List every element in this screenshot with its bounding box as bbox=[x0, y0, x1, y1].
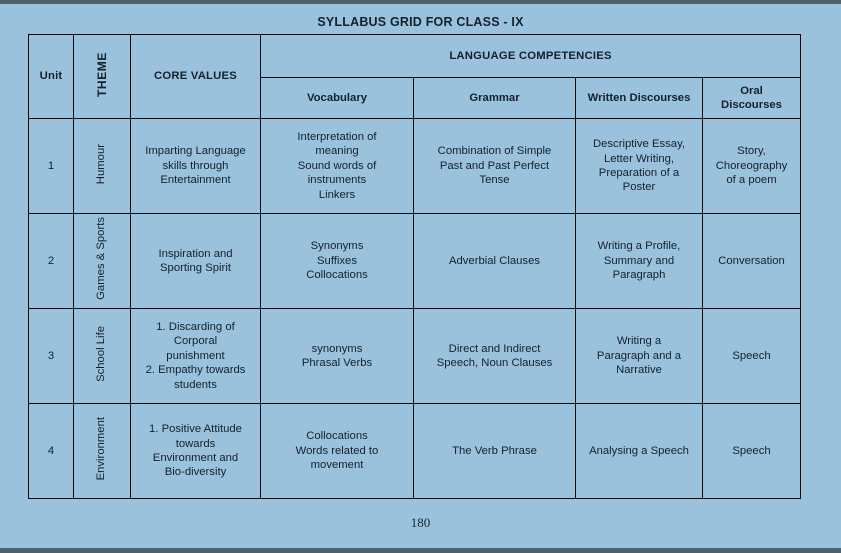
header-oral-discourses: Oral Discourses bbox=[702, 77, 801, 119]
cell-written-discourses: Writing a Profile, Summary and Paragraph bbox=[575, 213, 703, 309]
header-grammar: Grammar bbox=[413, 77, 576, 119]
cell-unit: 4 bbox=[28, 403, 74, 499]
cell-unit: 3 bbox=[28, 308, 74, 404]
cell-vocabulary: Interpretation of meaning Sound words of… bbox=[260, 118, 414, 214]
cell-unit: 1 bbox=[28, 118, 74, 214]
cell-vocabulary: Collocations Words related to movement bbox=[260, 403, 414, 499]
table-row: 2 Games & Sports Inspiration and Sportin… bbox=[28, 213, 801, 309]
cell-written-discourses: Writing a Paragraph and a Narrative bbox=[575, 308, 703, 404]
header-theme-label: THEME bbox=[95, 51, 109, 97]
cell-theme-label: Games & Sports bbox=[95, 217, 108, 301]
cell-theme-label: School Life bbox=[95, 325, 108, 382]
top-edge-bar bbox=[0, 0, 841, 4]
cell-theme: Humour bbox=[73, 118, 131, 214]
table-header-row-secondary: Vocabulary Grammar Written Discourses Or… bbox=[29, 77, 801, 119]
cell-grammar: The Verb Phrase bbox=[413, 403, 576, 499]
cell-oral-discourses: Conversation bbox=[702, 213, 801, 309]
cell-vocabulary: Synonyms Suffixes Collocations bbox=[260, 213, 414, 309]
cell-core-values: Inspiration and Sporting Spirit bbox=[130, 213, 261, 309]
cell-theme: Environment bbox=[73, 403, 131, 499]
page-number: 180 bbox=[410, 515, 431, 530]
cell-theme: School Life bbox=[73, 308, 131, 404]
table-header-row-primary: Unit THEME CORE VALUES LANGUAGE COMPETEN… bbox=[28, 34, 801, 119]
cell-oral-discourses: Speech bbox=[702, 308, 801, 404]
cell-theme-label: Humour bbox=[95, 143, 108, 184]
cell-written-discourses: Analysing a Speech bbox=[575, 403, 703, 499]
syllabus-grid-table: Unit THEME CORE VALUES LANGUAGE COMPETEN… bbox=[28, 34, 801, 499]
header-unit: Unit bbox=[28, 34, 74, 119]
document-page: SYLLABUS GRID FOR CLASS - IX Unit THEME … bbox=[0, 4, 841, 548]
cell-grammar: Combination of Simple Past and Past Perf… bbox=[413, 118, 576, 214]
header-written-discourses: Written Discourses bbox=[575, 77, 703, 119]
table-row: 1 Humour Imparting Language skills throu… bbox=[28, 118, 801, 214]
cell-grammar: Direct and Indirect Speech, Noun Clauses bbox=[413, 308, 576, 404]
cell-oral-discourses: Speech bbox=[702, 403, 801, 499]
cell-vocabulary: synonyms Phrasal Verbs bbox=[260, 308, 414, 404]
cell-core-values: 1. Discarding of Corporal punishment 2. … bbox=[130, 308, 261, 404]
header-language-competencies: LANGUAGE COMPETENCIES bbox=[260, 34, 801, 78]
table-body: 1 Humour Imparting Language skills throu… bbox=[28, 118, 801, 499]
cell-theme-label: Environment bbox=[95, 417, 108, 481]
cell-grammar: Adverbial Clauses bbox=[413, 213, 576, 309]
table-row: 3 School Life 1. Discarding of Corporal … bbox=[28, 308, 801, 404]
cell-core-values: 1. Positive Attitude towards Environment… bbox=[130, 403, 261, 499]
header-vocabulary: Vocabulary bbox=[260, 77, 414, 119]
cell-written-discourses: Descriptive Essay, Letter Writing, Prepa… bbox=[575, 118, 703, 214]
cell-oral-discourses: Story, Choreography of a poem bbox=[702, 118, 801, 214]
cell-theme: Games & Sports bbox=[73, 213, 131, 309]
header-theme: THEME bbox=[73, 34, 131, 119]
table-row: 4 Environment 1. Positive Attitude towar… bbox=[28, 403, 801, 499]
page-title: SYLLABUS GRID FOR CLASS - IX bbox=[317, 15, 524, 29]
bottom-edge-bar bbox=[0, 548, 841, 553]
header-core-values: CORE VALUES bbox=[130, 34, 261, 119]
cell-unit: 2 bbox=[28, 213, 74, 309]
table-head: Unit THEME CORE VALUES LANGUAGE COMPETEN… bbox=[28, 34, 801, 119]
cell-core-values: Imparting Language skills through Entert… bbox=[130, 118, 261, 214]
